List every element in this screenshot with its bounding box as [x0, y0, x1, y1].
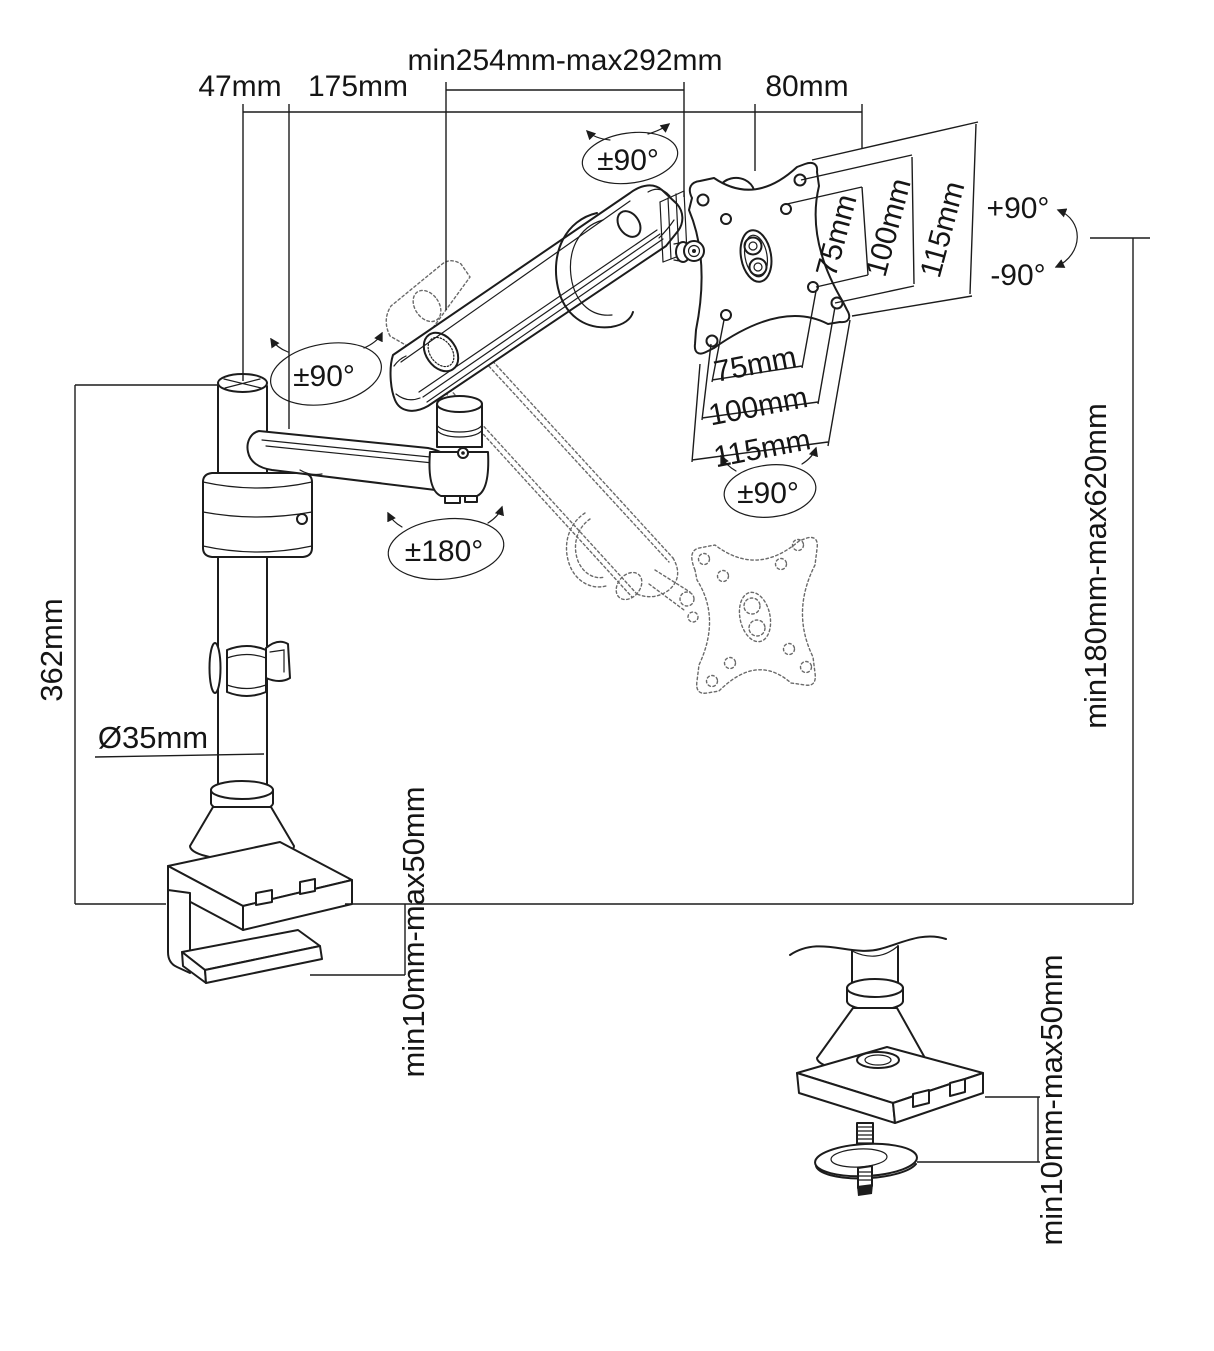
collar-screw	[296, 513, 308, 525]
arm-cable-hole	[422, 331, 460, 373]
vesa-bottom-label-115mm: 115mm	[711, 423, 813, 474]
vesa-right-label-100mm: 100mm	[860, 175, 918, 280]
rotation-label-plus90: +90°	[987, 192, 1050, 225]
dimension-lines	[74, 82, 1150, 1163]
tilt-pivot	[659, 190, 705, 263]
base-and-desk-clamp	[167, 780, 353, 984]
cable-clip	[554, 212, 634, 329]
elbow-joint	[428, 395, 490, 504]
dim-label-362mm: 362mm	[34, 598, 69, 701]
rotation-label-pole-rotate: ±180°	[405, 535, 484, 568]
dim-label-47mm: 47mm	[198, 70, 281, 103]
gas-spring-arm	[389, 184, 684, 412]
quick-release-slot	[739, 229, 773, 283]
rotation-indicators	[270, 123, 1078, 581]
dim-label-min254-max292: min254mm-max292mm	[407, 44, 722, 77]
rotation-label-arm-swivel: ±90°	[293, 360, 355, 393]
dim-label-pole-diameter: Ø35mm	[98, 720, 208, 755]
vesa-right-label-115mm: 115mm	[914, 178, 971, 281]
dim-label-grommet-range: min10mm-max50mm	[1034, 954, 1069, 1245]
dim-label-80mm: 80mm	[765, 70, 848, 103]
vesa-plate	[688, 161, 851, 355]
grommet-mount-detail	[789, 935, 984, 1196]
pole-lock-ring	[208, 640, 291, 697]
dim-label-height-range: min180mm-max620mm	[1078, 403, 1113, 729]
rotation-label-tilt: ±90°	[597, 144, 659, 177]
vesa-bottom-label-75mm: 75mm	[711, 341, 799, 389]
rotation-label-vesa-swivel: ±90°	[737, 477, 799, 510]
pole-collar-arm-mount	[202, 472, 313, 558]
lock-ring-tab	[265, 640, 291, 682]
dim-label-clamp-range: min10mm-max50mm	[396, 786, 431, 1077]
dim-label-175mm: 175mm	[308, 70, 408, 103]
rotation-label-minus90: -90°	[990, 259, 1045, 292]
